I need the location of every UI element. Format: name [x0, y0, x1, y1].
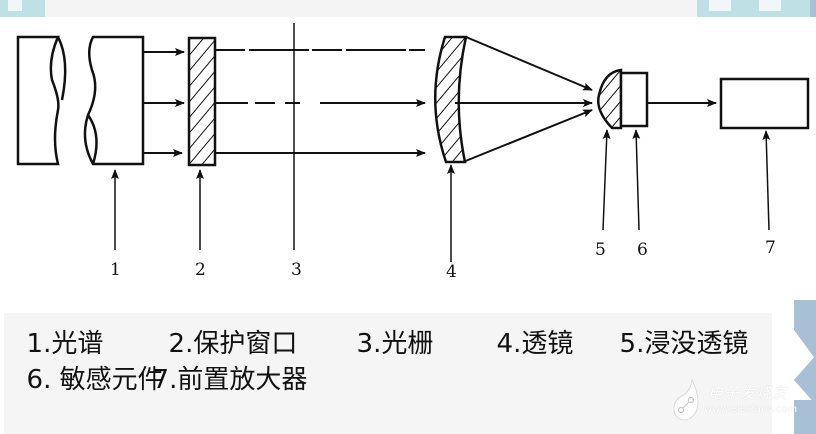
watermark-name: 电子发烧友 — [708, 384, 789, 402]
decoration-notch — [759, 0, 781, 11]
watermark: 电子发烧友 www.elecfans.com — [672, 378, 812, 428]
sensitive-element-icon — [619, 71, 649, 128]
label-1: 1 — [110, 260, 121, 280]
label-4: 4 — [446, 262, 457, 282]
preamplifier-icon — [719, 77, 810, 130]
label-7: 7 — [765, 238, 776, 258]
caption-row-1: 1.光谱 2.保护窗口 3.光栅 4.透镜 5.浸没透镜 — [10, 305, 749, 359]
caption-item-1: 1.光谱 — [26, 329, 104, 359]
decoration-notch — [8, 0, 22, 11]
chevron-decoration-icon — [794, 300, 816, 434]
decoration-notch — [709, 0, 731, 11]
infrared-detector-diagram — [16, 23, 810, 262]
lens-icon — [434, 35, 468, 164]
decoration-edge — [810, 0, 816, 17]
spectrum-source-icon — [16, 35, 145, 166]
caption-item-2: 2.保护窗口 — [168, 329, 298, 359]
label-3: 3 — [291, 260, 302, 280]
caption-item-4: 4.透镜 — [496, 329, 574, 359]
label-6: 6 — [637, 240, 648, 260]
caption-item-7: 7.前置放大器 — [152, 365, 308, 395]
label-5: 5 — [595, 240, 606, 260]
caption-row-2: 6. 敏感元件7.前置放大器 — [10, 341, 308, 395]
immersion-lens-icon — [597, 68, 623, 130]
decoration-right — [697, 0, 810, 17]
top-band — [0, 0, 816, 17]
decoration-left — [0, 0, 45, 17]
caption-item-3: 3.光栅 — [356, 329, 434, 359]
watermark-url: www.elecfans.com — [704, 404, 798, 415]
caption-item-6: 6. 敏感元件 — [26, 365, 164, 395]
caption-panel — [4, 313, 772, 434]
label-2: 2 — [195, 260, 206, 280]
elecfans-logo-icon — [673, 378, 699, 421]
caption-item-5: 5.浸没透镜 — [619, 329, 749, 359]
protective-window-icon — [187, 36, 217, 167]
